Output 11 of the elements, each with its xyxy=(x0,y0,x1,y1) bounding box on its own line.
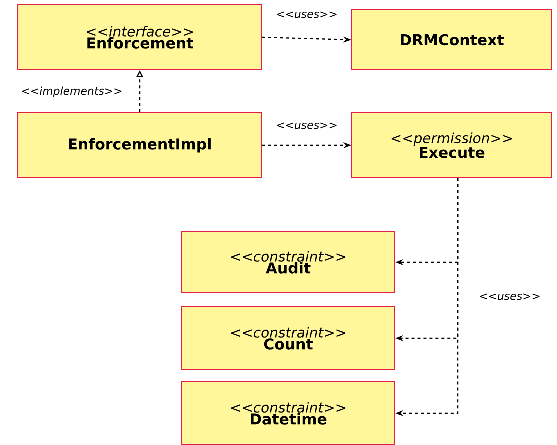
class-box: <<interface>> Enforcement xyxy=(18,4,262,70)
class-box: <<constraint>> Count xyxy=(182,306,396,370)
class-box: <<constraint>> Audit xyxy=(182,232,396,294)
class-box: DRMContext xyxy=(352,10,552,70)
class-box: <<permission>> Execute xyxy=(352,112,552,178)
edge-label: <<uses>> xyxy=(478,292,542,302)
edge-label: <<uses>> xyxy=(275,122,339,130)
edge-label: <<uses>> xyxy=(275,10,339,20)
class-box: EnforcementImpl xyxy=(18,112,262,178)
class-box: <<constraint>> Datetime xyxy=(182,382,396,445)
edge-label: <<implements>> xyxy=(20,86,124,98)
